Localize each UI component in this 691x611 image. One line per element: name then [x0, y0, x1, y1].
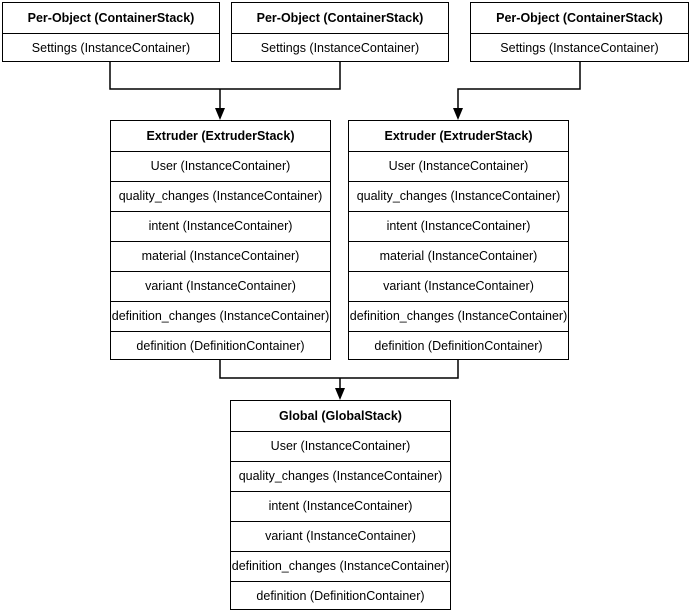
- node-row-definition: definition (DefinitionContainer): [111, 331, 330, 361]
- edge-extruder-1-to-global: [219, 360, 340, 379]
- node-row-material: material (InstanceContainer): [349, 241, 568, 271]
- node-row-settings: Settings (InstanceContainer): [471, 33, 688, 63]
- node-row-user: User (InstanceContainer): [111, 151, 330, 181]
- arrowhead-to-global: [335, 388, 345, 400]
- node-extruder-1[interactable]: Extruder (ExtruderStack) User (InstanceC…: [110, 120, 331, 360]
- node-row-variant: variant (InstanceContainer): [231, 521, 450, 551]
- node-extruder-2[interactable]: Extruder (ExtruderStack) User (InstanceC…: [348, 120, 569, 360]
- node-row-variant: variant (InstanceContainer): [111, 271, 330, 301]
- edge-per-object-3-to-extruder-2: [457, 62, 581, 113]
- arrowhead-to-extruder-2: [453, 108, 463, 120]
- node-row-quality-changes: quality_changes (InstanceContainer): [349, 181, 568, 211]
- node-row-user: User (InstanceContainer): [349, 151, 568, 181]
- node-row-definition: definition (DefinitionContainer): [231, 581, 450, 611]
- node-row-intent: intent (InstanceContainer): [349, 211, 568, 241]
- node-row-definition-changes: definition_changes (InstanceContainer): [349, 301, 568, 331]
- node-row-material: material (InstanceContainer): [111, 241, 330, 271]
- node-header: Extruder (ExtruderStack): [384, 128, 533, 143]
- edge-extruder-2-to-global: [340, 360, 459, 379]
- node-per-object-2[interactable]: Per-Object (ContainerStack) Settings (In…: [231, 2, 449, 62]
- node-header: Global (GlobalStack): [279, 408, 402, 423]
- node-row-variant: variant (InstanceContainer): [349, 271, 568, 301]
- node-row-quality-changes: quality_changes (InstanceContainer): [231, 461, 450, 491]
- node-header: Per-Object (ContainerStack): [496, 10, 663, 25]
- node-row-user: User (InstanceContainer): [231, 431, 450, 461]
- edge-per-object-1-to-extruder-1: [109, 62, 220, 90]
- node-row-intent: intent (InstanceContainer): [231, 491, 450, 521]
- node-row-intent: intent (InstanceContainer): [111, 211, 330, 241]
- node-header: Per-Object (ContainerStack): [27, 10, 195, 25]
- node-row-definition: definition (DefinitionContainer): [349, 331, 568, 361]
- node-row-settings: Settings (InstanceContainer): [3, 33, 219, 63]
- node-per-object-3[interactable]: Per-Object (ContainerStack) Settings (In…: [470, 2, 689, 62]
- node-row-quality-changes: quality_changes (InstanceContainer): [111, 181, 330, 211]
- node-row-settings: Settings (InstanceContainer): [232, 33, 448, 63]
- node-header: Extruder (ExtruderStack): [146, 128, 295, 143]
- node-per-object-1[interactable]: Per-Object (ContainerStack) Settings (In…: [2, 2, 220, 62]
- arrowhead-to-extruder-1: [215, 108, 225, 120]
- edge-per-object-2-to-extruder-1: [220, 62, 341, 90]
- node-header: Per-Object (ContainerStack): [256, 10, 424, 25]
- node-global-stack[interactable]: Global (GlobalStack) User (InstanceConta…: [230, 400, 451, 610]
- node-row-definition-changes: definition_changes (InstanceContainer): [231, 551, 450, 581]
- node-row-definition-changes: definition_changes (InstanceContainer): [111, 301, 330, 331]
